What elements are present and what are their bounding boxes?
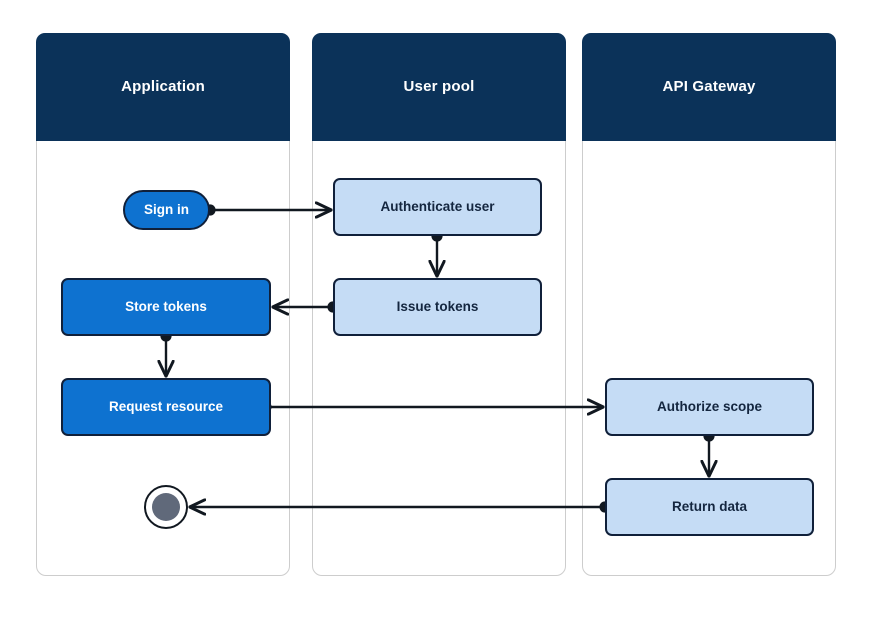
swimlane-header-api-gateway: API Gateway [582, 33, 836, 141]
node-label-store-tokens: Store tokens [125, 299, 207, 315]
end-state-inner-disc [152, 493, 180, 521]
node-label-authenticate-user: Authenticate user [380, 199, 495, 215]
node-label-request-resource: Request resource [108, 399, 224, 415]
swimlane-title-user-pool: User pool [403, 77, 475, 95]
swimlane-title-application: Application [121, 77, 205, 95]
node-label-issue-tokens: Issue tokens [396, 299, 479, 315]
swimlane-header-application: Application [36, 33, 290, 141]
node-label-return-data: Return data [671, 499, 747, 515]
node-request-resource[interactable]: Request resource [61, 378, 271, 436]
node-authorize-scope[interactable]: Authorize scope [605, 378, 814, 436]
end-state-node[interactable] [144, 485, 188, 529]
node-sign-in[interactable]: Sign in [123, 190, 210, 230]
node-label-authorize-scope: Authorize scope [656, 399, 762, 415]
node-authenticate-user[interactable]: Authenticate user [333, 178, 542, 236]
node-store-tokens[interactable]: Store tokens [61, 278, 271, 336]
swimlane-header-user-pool: User pool [312, 33, 566, 141]
node-return-data[interactable]: Return data [605, 478, 814, 536]
node-label-sign-in: Sign in [144, 202, 189, 218]
swimlane-title-api-gateway: API Gateway [662, 77, 756, 95]
node-issue-tokens[interactable]: Issue tokens [333, 278, 542, 336]
